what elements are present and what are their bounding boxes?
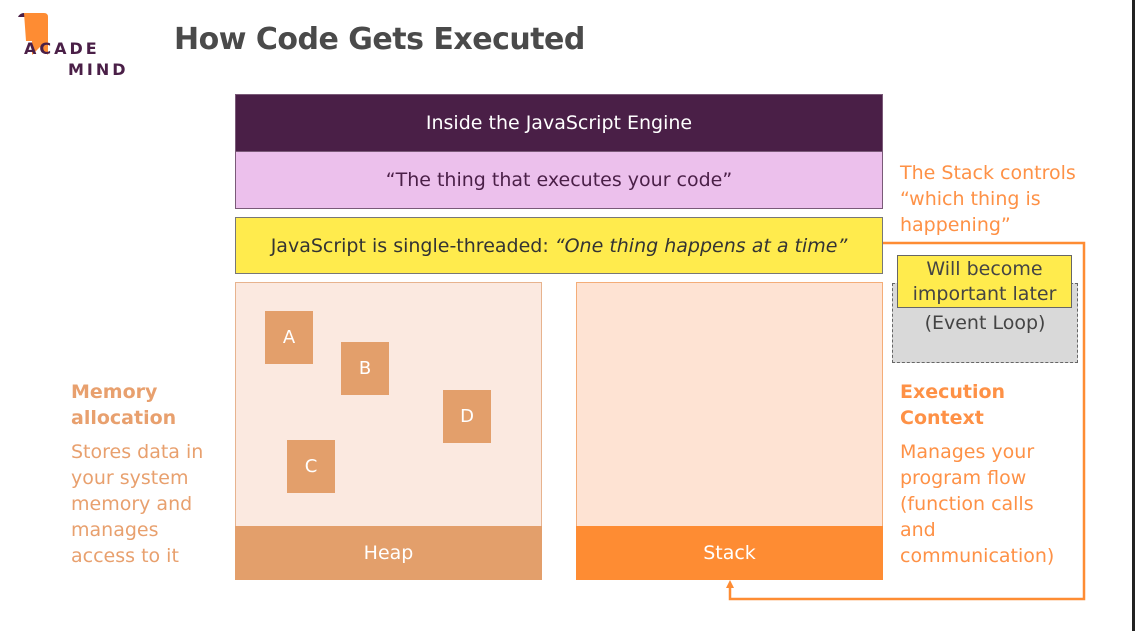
heap-block-d: D — [443, 390, 491, 443]
single-thread-box: JavaScript is single-threaded: “One thin… — [235, 217, 883, 274]
heading-line: Execution — [900, 381, 1006, 403]
stack-label-bar: Stack — [576, 526, 883, 580]
note-line: “which thing is — [900, 188, 1041, 210]
note-line: happening” — [900, 214, 1011, 236]
heap-block-c: C — [287, 440, 335, 493]
execution-context-description: Manages your program flow (function call… — [900, 439, 1054, 569]
desc-line: Stores data in — [71, 441, 204, 463]
heap-block-label: C — [304, 456, 318, 477]
engine-subtitle: “The thing that executes your code” — [385, 169, 733, 191]
note-line: Will become — [926, 258, 1043, 280]
desc-line: manages — [71, 519, 159, 541]
desc-line: memory and — [71, 493, 193, 515]
event-loop-label: (Event Loop) — [924, 312, 1046, 334]
heading-line: Context — [900, 407, 984, 429]
logo-flag-icon — [18, 13, 48, 55]
memory-allocation-description: Stores data in your system memory and ma… — [71, 439, 203, 569]
desc-line: your system — [71, 467, 189, 489]
heap-block-a: A — [265, 311, 313, 364]
heap-block-label: B — [358, 358, 372, 379]
single-thread-quote: “One thing happens at a time” — [554, 234, 848, 257]
page-title: How Code Gets Executed — [174, 22, 585, 57]
heading-line: Memory — [71, 381, 158, 403]
logo-text-acade: ACADE — [24, 39, 100, 58]
engine-title: Inside the JavaScript Engine — [425, 112, 693, 134]
stack-label: Stack — [703, 542, 756, 564]
heap-block-label: D — [460, 406, 474, 427]
arrow-head-icon — [726, 580, 734, 588]
single-thread-prefix: JavaScript is single-threaded: — [270, 234, 549, 257]
note-line: The Stack controls — [900, 162, 1076, 184]
heap-label-bar: Heap — [235, 526, 542, 580]
important-later-note: Will become important later — [897, 255, 1072, 308]
desc-line: (function calls — [900, 493, 1034, 515]
desc-line: access to it — [71, 545, 179, 567]
heap-label: Heap — [363, 542, 414, 564]
heading-line: allocation — [71, 407, 177, 429]
window-edge-divider — [1132, 0, 1135, 631]
desc-line: Manages your — [900, 441, 1035, 463]
engine-subtitle-box: “The thing that executes your code” — [235, 152, 883, 209]
desc-line: communication) — [900, 545, 1055, 567]
desc-line: program flow — [900, 467, 1027, 489]
logo-text-mind: MIND — [68, 60, 129, 79]
engine-title-box: Inside the JavaScript Engine — [235, 94, 883, 152]
stack-controls-note: The Stack controls “which thing is happe… — [900, 160, 1076, 238]
execution-context-heading: Execution Context — [900, 379, 1005, 431]
heap-block-label: A — [282, 327, 296, 348]
note-line: important later — [912, 283, 1057, 305]
memory-allocation-heading: Memory allocation — [71, 379, 176, 431]
heap-block-b: B — [341, 342, 389, 395]
desc-line: and — [900, 519, 936, 541]
